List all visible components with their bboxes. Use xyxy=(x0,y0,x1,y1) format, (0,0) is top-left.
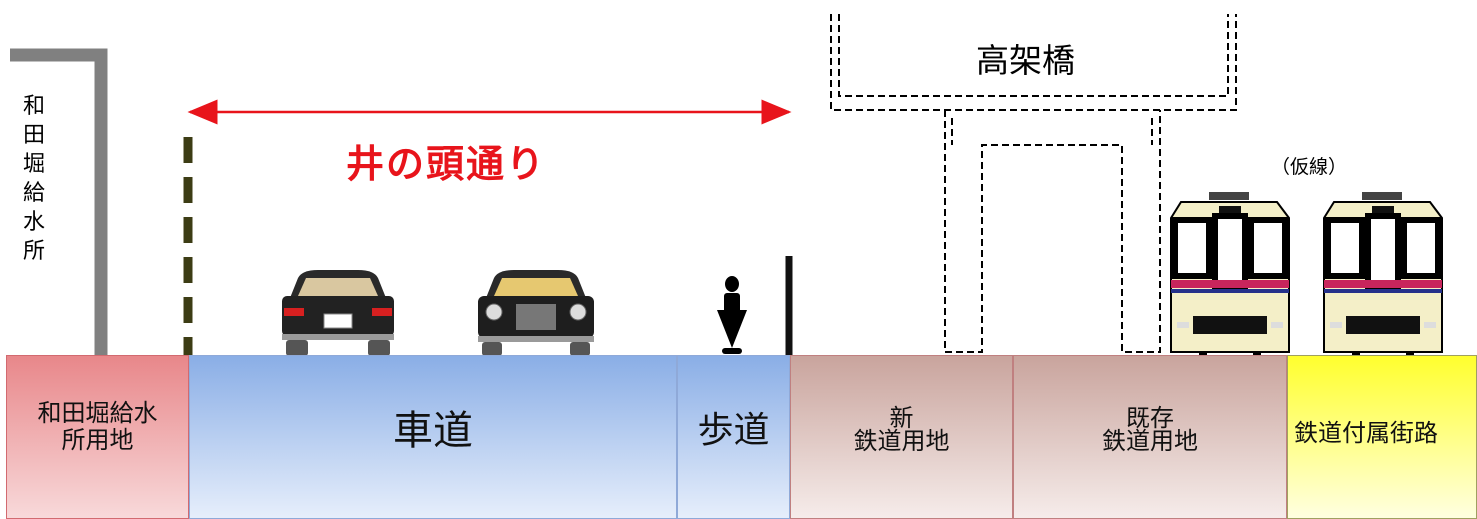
segment-new-railway-land: 新 鉄道用地 xyxy=(790,355,1013,519)
train-1 xyxy=(1170,192,1290,356)
segment-label: 車道 xyxy=(393,408,473,454)
segment-label: 和田堀給水 所用地 xyxy=(37,399,158,454)
car-rear xyxy=(282,270,394,356)
viaduct-outline xyxy=(830,14,1237,353)
segment-roadway: 車道 xyxy=(189,355,677,519)
waterworks-vertical-label: 和 田 堀 給 水 所 xyxy=(22,94,45,264)
car-front xyxy=(478,270,594,356)
segment-sidewalk: 歩道 xyxy=(677,355,790,519)
segment-label: 鉄道付属街路 xyxy=(1294,418,1438,447)
train-2 xyxy=(1323,192,1443,356)
waterworks-wall xyxy=(10,48,108,355)
segment-waterworks-site: 和田堀給水 所用地 xyxy=(6,355,189,519)
temporary-track-label: （仮線） xyxy=(1271,156,1348,178)
segment-label: 歩道 xyxy=(697,410,770,451)
segment-existing-railway-land: 既存 鉄道用地 xyxy=(1013,355,1287,519)
segment-label: 既存 鉄道用地 xyxy=(1102,404,1198,455)
segment-railway-street: 鉄道付属街路 xyxy=(1287,355,1477,519)
segment-label: 新 鉄道用地 xyxy=(853,404,950,455)
road-name-label: 井の頭通り xyxy=(346,142,547,186)
pedestrian-icon xyxy=(717,276,747,354)
viaduct-label: 高架橋 xyxy=(976,41,1075,80)
